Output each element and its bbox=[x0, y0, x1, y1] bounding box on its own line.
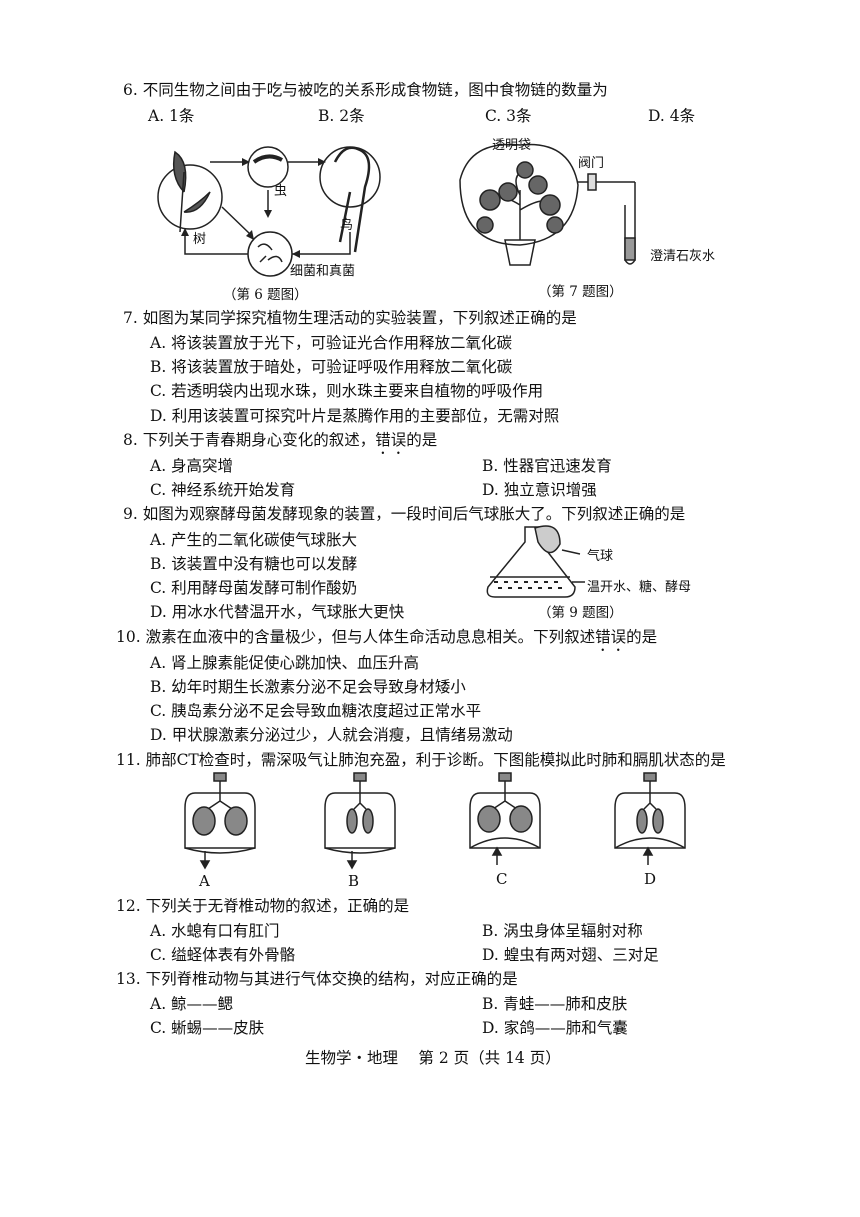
figure-7-plant-bag bbox=[459, 143, 636, 266]
q7-option-a: A. 将该装置放于光下，可验证光合作用释放二氧化碳 bbox=[150, 334, 513, 352]
q7-option-b: B. 将该装置放于暗处，可验证呼吸作用释放二氧化碳 bbox=[150, 358, 513, 376]
q13-option-a: A. 鲸——鳃 bbox=[150, 995, 234, 1013]
question-7-stem: 7. 如图为某同学探究植物生理活动的实验装置，下列叙述正确的是 bbox=[123, 309, 577, 327]
figure-6-food-web bbox=[157, 146, 381, 277]
fig7-label-bag: 透明袋 bbox=[492, 138, 532, 153]
q12-option-c: C. 缢蛏体表有外骨骼 bbox=[150, 946, 296, 964]
q9-option-b: B. 该装置中没有糖也可以发酵 bbox=[150, 555, 358, 573]
q13-option-d: D. 家鸽——肺和气囊 bbox=[482, 1019, 628, 1037]
q12-option-d: D. 蝗虫有两对翅、三对足 bbox=[482, 946, 659, 964]
page-footer: 生物学・地理 第 2 页（共 14 页） bbox=[305, 1049, 561, 1067]
q6-option-b: B. 2条 bbox=[318, 107, 365, 125]
question-10-stem: 10. 激素在血液中的含量极少，但与人体生命活动息息相关。下列叙述错误的是 bbox=[116, 625, 657, 655]
bell-jar-b bbox=[324, 772, 396, 870]
q8-option-a: A. 身高突增 bbox=[150, 457, 234, 475]
q9-option-c: C. 利用酵母菌发酵可制作酸奶 bbox=[150, 579, 358, 597]
q12-option-a: A. 水螅有口有肛门 bbox=[150, 922, 280, 940]
q8-option-c: C. 神经系统开始发育 bbox=[150, 481, 296, 499]
q6-option-c: C. 3条 bbox=[485, 107, 532, 125]
question-9-stem: 9. 如图为观察酵母菌发酵现象的装置，一段时间后气球胀大了。下列叙述正确的是 bbox=[123, 505, 686, 523]
q10-option-d: D. 甲状腺激素分泌过少，人就会消瘦，且情绪易激动 bbox=[150, 726, 513, 744]
figure-6-caption: （第 6 题图） bbox=[223, 287, 308, 303]
q10-option-c: C. 胰岛素分泌不足会导致血糖浓度超过正常水平 bbox=[150, 702, 482, 720]
fig6-label-bird: 鸟 bbox=[340, 218, 354, 233]
q10-option-a: A. 肾上腺素能促使心跳加快、血压升高 bbox=[150, 654, 420, 672]
bell-jar-c bbox=[469, 772, 541, 865]
q8-stem-post: 的是 bbox=[406, 431, 438, 449]
fig11-label-d: D bbox=[644, 870, 657, 888]
q8-option-d: D. 独立意识增强 bbox=[482, 481, 597, 499]
fig6-label-microbe: 细菌和真菌 bbox=[290, 264, 356, 279]
q13-option-b: B. 青蛙——肺和皮肤 bbox=[482, 995, 628, 1013]
q9-option-a: A. 产生的二氧化碳使气球胀大 bbox=[150, 531, 358, 549]
q13-option-c: C. 蜥蜴——皮肤 bbox=[150, 1019, 265, 1037]
bell-jar-a bbox=[184, 772, 256, 870]
fig11-label-c: C bbox=[496, 870, 508, 888]
bell-jar-d bbox=[614, 772, 686, 865]
q6-option-d: D. 4条 bbox=[648, 107, 696, 125]
question-13-stem: 13. 下列脊椎动物与其进行气体交换的结构，对应正确的是 bbox=[116, 970, 518, 988]
q7-option-c: C. 若透明袋内出现水珠，则水珠主要来自植物的呼吸作用 bbox=[150, 382, 544, 400]
q8-stem-pre: 8. 下列关于青春期身心变化的叙述， bbox=[123, 431, 376, 449]
q8-stem-emphasis: 错误 bbox=[375, 431, 407, 449]
q10-stem-emphasis: 错误 bbox=[595, 628, 627, 646]
fig7-label-limewater: 澄清石灰水 bbox=[650, 249, 716, 264]
fig11-label-a: A bbox=[199, 872, 210, 890]
question-6-stem: 6. 不同生物之间由于吃与被吃的关系形成食物链，图中食物链的数量为 bbox=[123, 81, 608, 99]
question-11-stem: 11. 肺部CT检查时，需深吸气让肺泡充盈，利于诊断。下图能模拟此时肺和膈肌状态… bbox=[116, 751, 726, 769]
fig11-label-b: B bbox=[348, 872, 360, 890]
q8-option-b: B. 性器官迅速发育 bbox=[482, 457, 612, 475]
q10-stem-pre: 10. 激素在血液中的含量极少，但与人体生命活动息息相关。下列叙述 bbox=[116, 628, 596, 646]
question-12-stem: 12. 下列关于无脊椎动物的叙述，正确的是 bbox=[116, 897, 410, 915]
figure-7-caption: （第 7 题图） bbox=[538, 284, 623, 300]
q10-option-b: B. 幼年时期生长激素分泌不足会导致身材矮小 bbox=[150, 678, 466, 696]
q9-option-d: D. 用冰水代替温开水，气球胀大更快 bbox=[150, 603, 405, 621]
fig6-label-insect: 虫 bbox=[274, 184, 288, 199]
figure-9-caption: （第 9 题图） bbox=[538, 605, 623, 621]
fig7-label-valve: 阀门 bbox=[578, 156, 605, 171]
figure-9-flask bbox=[486, 525, 585, 598]
fig9-label-balloon: 气球 bbox=[587, 549, 614, 564]
q7-option-d: D. 利用该装置可探究叶片是蒸腾作用的主要部位，无需对照 bbox=[150, 407, 560, 425]
q6-option-a: A. 1条 bbox=[148, 107, 195, 125]
q12-option-b: B. 涡虫身体呈辐射对称 bbox=[482, 922, 643, 940]
question-8-stem: 8. 下列关于青春期身心变化的叙述，错误的是 bbox=[123, 428, 437, 458]
fig9-label-mixture: 温开水、糖、酵母 bbox=[587, 580, 692, 595]
q10-stem-post: 的是 bbox=[626, 628, 658, 646]
fig6-label-tree: 树 bbox=[193, 232, 207, 247]
